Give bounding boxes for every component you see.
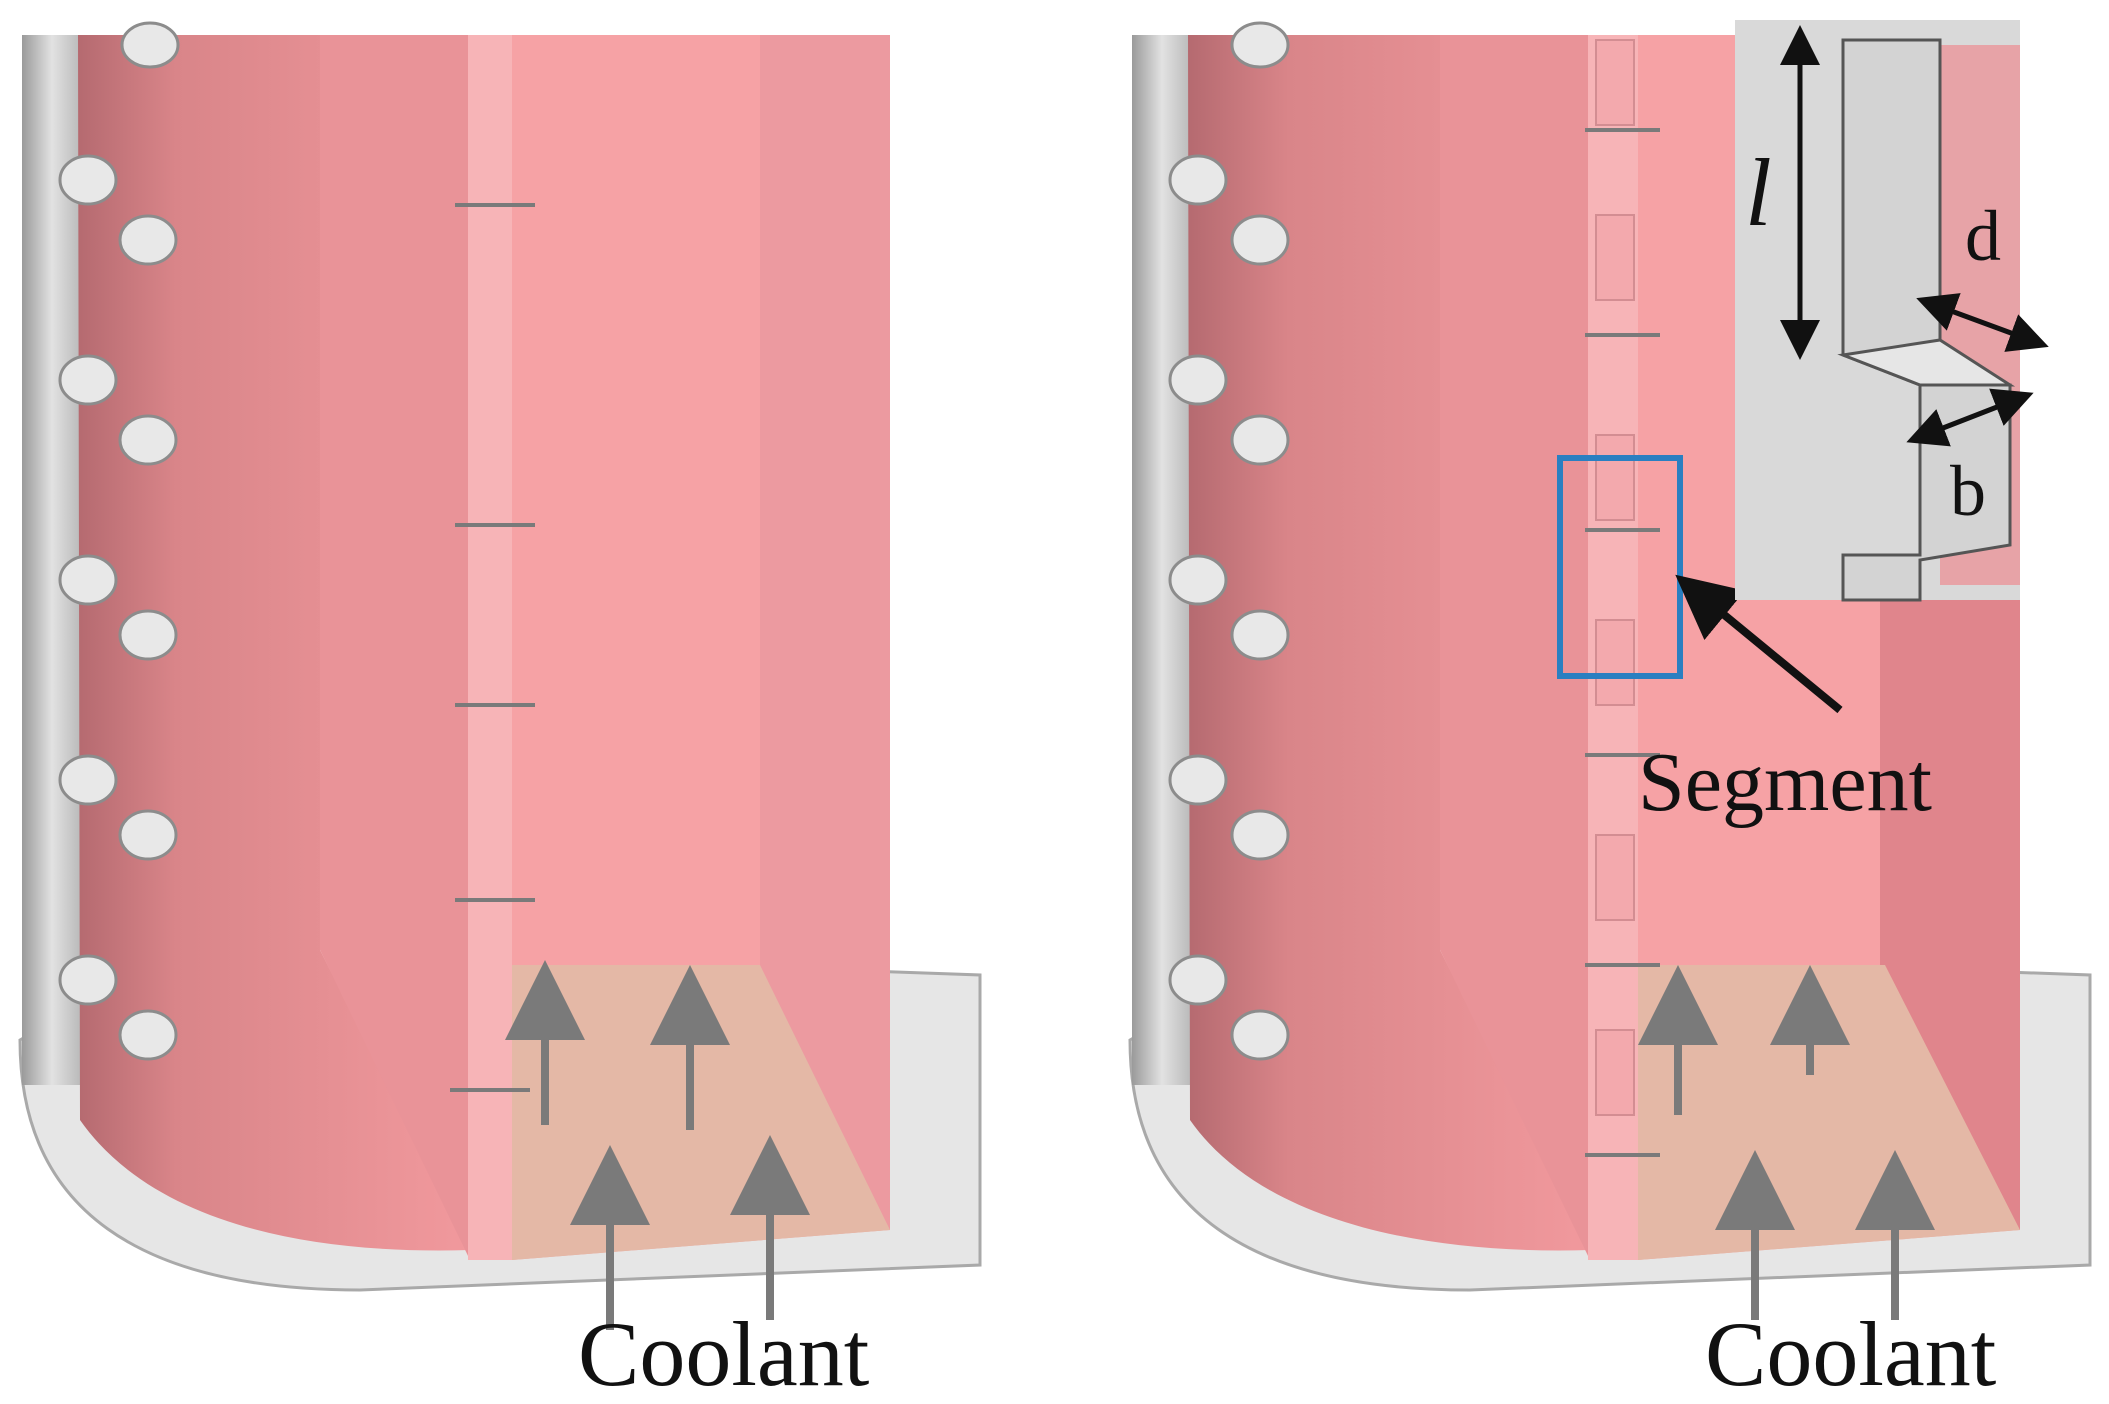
right-curved-wall	[1188, 35, 1590, 1251]
inset-width-arrow	[1906, 388, 2034, 447]
right-mid-wall	[1440, 35, 1590, 1260]
segment-highlight-box	[1557, 455, 1683, 679]
right-panel: Segment Coolant l d b	[1128, 20, 2092, 1404]
segment-detail-inset: l d b	[1735, 20, 2049, 602]
left-studs	[58, 21, 180, 1061]
right-flow-arrows	[1638, 965, 1935, 1320]
segment-pointer-arrow	[1675, 574, 1843, 714]
inset-length-label: l	[1745, 139, 1772, 246]
left-rib-strip	[468, 35, 512, 1260]
left-curved-wall	[78, 35, 470, 1251]
inset-step-top	[1837, 338, 2016, 387]
inset-width-label: b	[1950, 451, 1986, 531]
segment-label: Segment	[1638, 736, 1932, 829]
right-rib-ticks	[1585, 128, 1660, 1157]
left-flow-arrows	[505, 960, 810, 1330]
inset-depth-arrow	[1916, 293, 2049, 352]
left-coolant-label: Coolant	[578, 1303, 870, 1399]
right-segments	[1595, 39, 1635, 1116]
left-mid-wall	[320, 35, 470, 1260]
left-rib-ticks	[450, 203, 535, 1092]
right-studs	[1168, 21, 1290, 1061]
right-coolant-label: Coolant	[1705, 1303, 1997, 1399]
left-panel: Coolant	[18, 21, 982, 1404]
inset-depth-label: d	[1965, 196, 2001, 276]
